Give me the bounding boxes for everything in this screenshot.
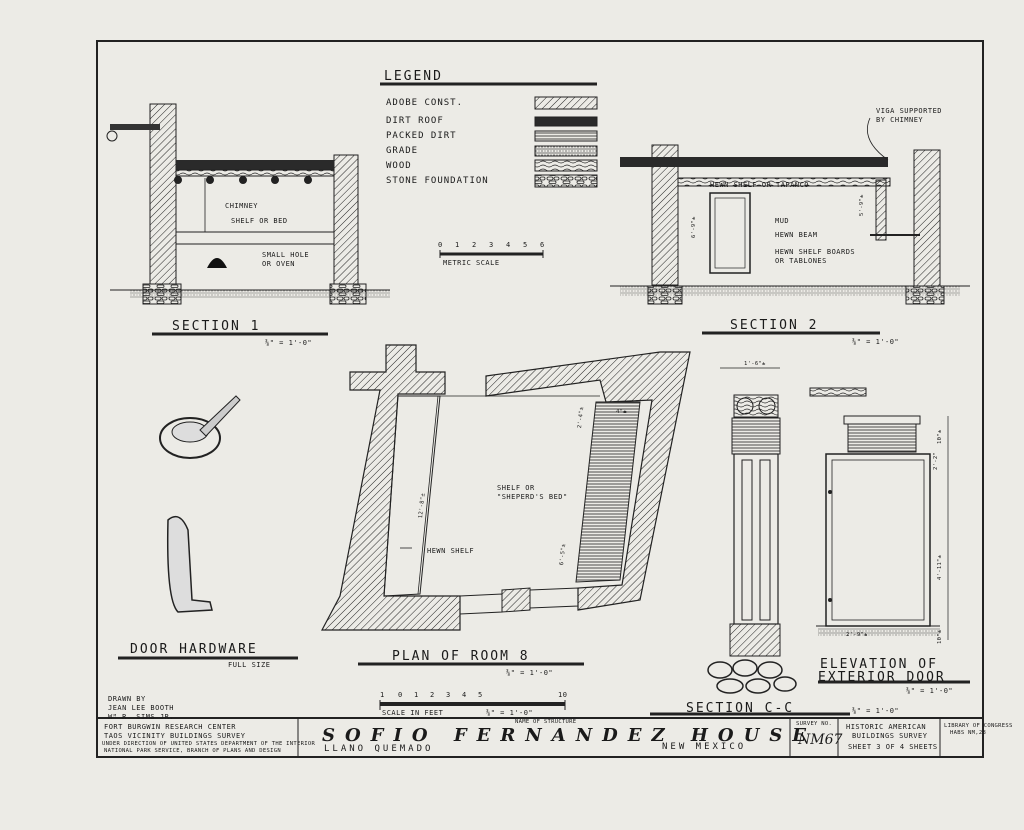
feet-tick-5: 5 <box>478 691 483 699</box>
feet-scale-bar <box>379 700 566 710</box>
habs-line-1: HISTORIC AMERICAN <box>846 723 927 731</box>
title-org-4: NATIONAL PARK SERVICE, BRANCH OF PLANS A… <box>104 748 281 754</box>
section-2-drawing <box>610 117 970 305</box>
section-1-shelf-note: SHELF OR BED <box>231 217 288 225</box>
metric-tick-4: 4 <box>506 241 511 249</box>
section-1-hole-note: SMALL HOLE <box>262 251 310 259</box>
section-2-dim-2: 5'-9"± <box>859 194 865 216</box>
section-2-shelf-note: HEWN SHELF OR TAPANCO <box>710 181 810 189</box>
title-org-3: UNDER DIRECTION OF UNITED STATES DEPARTM… <box>102 741 316 747</box>
feet-scale-ratio: ⅜" = 1'-0" <box>486 709 534 717</box>
legend-item-stone: STONE FOUNDATION <box>386 176 489 186</box>
elevation-scale: ⅜" = 1'-0" <box>906 687 954 695</box>
location-state: NEW MEXICO <box>662 742 747 752</box>
section-cc-drawing <box>707 367 867 694</box>
metric-tick-0: 0 <box>438 241 443 249</box>
section-1-scale: ⅜" = 1'-0" <box>265 339 313 347</box>
feet-scale-label: SCALE IN FEET <box>382 709 444 717</box>
section-2-viga-note-2: BY CHIMNEY <box>876 116 924 124</box>
elevation-dim-h3: 4'-11"± <box>937 554 943 580</box>
section-2-boards-note: HEWN SHELF BOARDS <box>775 248 856 256</box>
legend-title: LEGEND <box>384 69 443 84</box>
sheet-border <box>96 40 984 758</box>
plan-hewn-shelf-note: HEWN SHELF <box>427 547 475 555</box>
drawn-by-label: DRAWN BY <box>108 695 146 703</box>
elevation-title-2: EXTERIOR DOOR <box>818 670 946 685</box>
feet-tick-10: 10 <box>558 691 568 699</box>
section-2-dim-1: 6'-9"± <box>691 216 697 238</box>
structure-name-label: NAME OF STRUCTURE <box>515 719 577 725</box>
elevation-dim-h4: 10"± <box>937 629 943 644</box>
metric-tick-6: 6 <box>540 241 545 249</box>
elevation-door-drawing <box>816 415 949 640</box>
section-2-beam-note: HEWN BEAM <box>775 231 818 239</box>
feet-tick-4: 4 <box>462 691 467 699</box>
metric-scale-bar <box>439 250 544 258</box>
plan-title: PLAN OF ROOM 8 <box>392 649 530 664</box>
library-line-2: HABS NM,28 <box>950 730 987 736</box>
feet-tick-neg1: 1 <box>380 691 385 699</box>
survey-label: SURVEY NO. <box>796 721 833 727</box>
drawn-by-name-2: Wᴹ R. SIMS JR. <box>108 713 175 721</box>
section-cc-dim-top: 1'-6"± <box>744 361 766 367</box>
feet-tick-1: 1 <box>414 691 419 699</box>
drawn-by-name-1: JEAN LEE BOOTH <box>108 704 175 712</box>
metric-tick-2: 2 <box>472 241 477 249</box>
legend-item-packed-dirt: PACKED DIRT <box>386 131 457 141</box>
section-2-title: SECTION 2 <box>730 318 819 333</box>
section-cc-scale: ⅜" = 1'-0" <box>852 707 900 715</box>
section-2-mud-note: MUD <box>775 217 790 225</box>
habs-line-2: BUILDINGS SURVEY <box>852 732 928 740</box>
sheet-number: SHEET 3 OF 4 SHEETS <box>848 743 938 751</box>
legend-item-wood: WOOD <box>386 161 412 171</box>
plan-shelf-bed-note-2: "SHEPERD'S BED" <box>497 493 568 501</box>
elevation-dim-width: 2'-9"± <box>846 632 868 638</box>
structure-name: SOFIO FERNANDEZ HOUSE <box>322 725 816 746</box>
metric-scale-label: METRIC SCALE <box>443 259 500 267</box>
section-cc-title: SECTION C-C <box>686 701 795 716</box>
section-2-scale: ⅜" = 1'-0" <box>852 338 900 346</box>
library-line-1: LIBRARY OF CONGRESS <box>944 723 1013 729</box>
title-org-2: TAOS VICINITY BUILDINGS SURVEY <box>104 732 246 740</box>
section-2-boards-note-2: OR TABLONES <box>775 257 827 265</box>
legend-item-adobe: ADOBE CONST. <box>386 98 464 108</box>
door-hardware-title: DOOR HARDWARE <box>130 642 258 657</box>
elevation-dim-h1: 10"± <box>937 429 943 444</box>
legend-item-dirt-roof: DIRT ROOF <box>386 116 444 126</box>
location-town: LLANO QUEMADO <box>324 744 434 754</box>
title-org-1: FORT BURGWIN RESEARCH CENTER <box>104 723 237 731</box>
plan-scale: ⅜" = 1'-0" <box>506 669 554 677</box>
metric-tick-3: 3 <box>489 241 494 249</box>
legend-item-grade: GRADE <box>386 146 419 156</box>
elevation-title: ELEVATION OF <box>820 657 938 672</box>
section-1-drawing <box>106 103 390 305</box>
plan-dim-c: 4"± <box>616 409 627 415</box>
feet-tick-3: 3 <box>446 691 451 699</box>
section-1-hole-note-2: OR OVEN <box>262 260 296 268</box>
legend-swatches <box>534 96 598 188</box>
feet-tick-2: 2 <box>430 691 435 699</box>
section-2-viga-note: VIGA SUPPORTED <box>876 107 943 115</box>
door-hardware-drawing <box>159 395 241 613</box>
plan-room-8-drawing <box>321 344 691 631</box>
survey-number: NM67 <box>798 732 843 748</box>
elevation-dim-h2: 2'-2" <box>933 451 939 470</box>
plan-shelf-bed-note: SHELF OR <box>497 484 535 492</box>
section-1-title: SECTION 1 <box>172 319 261 334</box>
feet-tick-0: 0 <box>398 691 403 699</box>
section-1-chimney-note: CHIMNEY <box>225 202 259 210</box>
metric-tick-1: 1 <box>455 241 460 249</box>
door-hardware-scale: FULL SIZE <box>228 661 271 669</box>
title-block-frame <box>96 717 984 758</box>
metric-tick-5: 5 <box>523 241 528 249</box>
